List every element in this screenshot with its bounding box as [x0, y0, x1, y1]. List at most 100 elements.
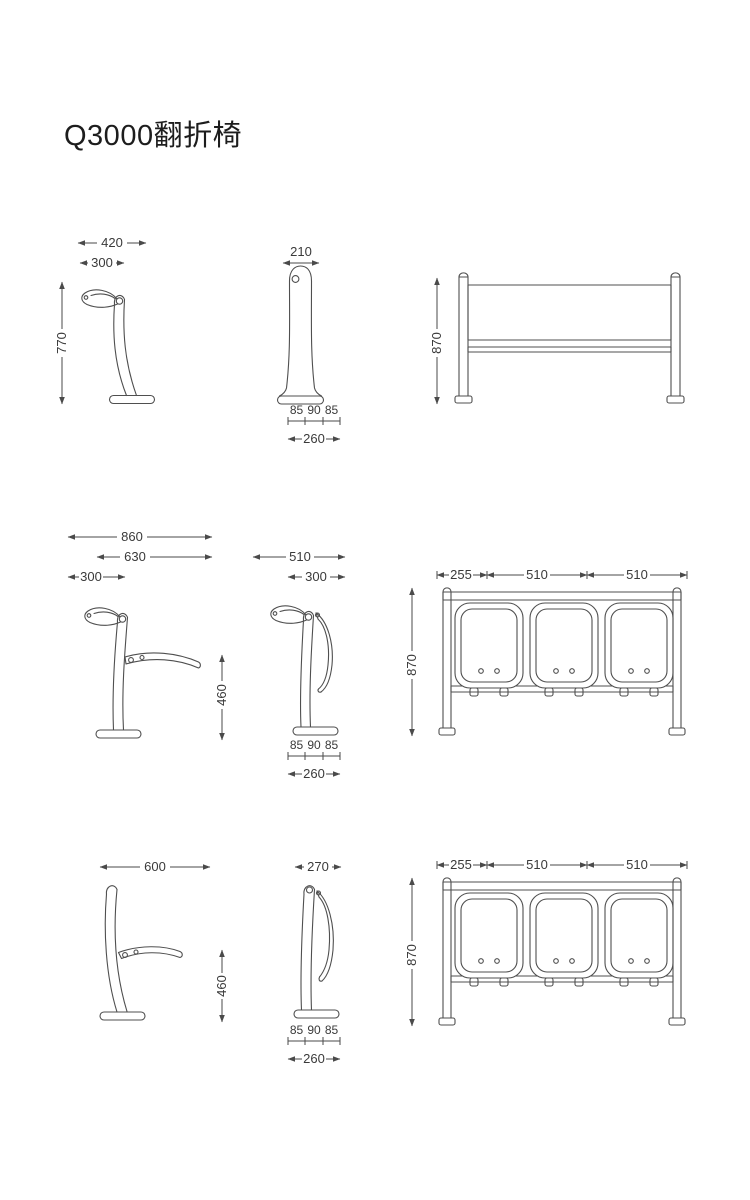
dim-base-260: 260 — [287, 1051, 341, 1066]
left-foot — [454, 395, 473, 404]
seat-hook — [544, 687, 554, 697]
dim-label-255: 255 — [450, 567, 472, 582]
tablet-folded-outer — [316, 890, 334, 982]
post-left-edge — [104, 893, 118, 1013]
dim-depth-630: 630 — [96, 549, 213, 564]
view-chair-side-tablet-folded: 510 300 — [252, 549, 346, 781]
seat-hook — [544, 977, 554, 987]
post-cap — [105, 885, 118, 895]
top-rail — [442, 881, 682, 891]
bench-drawing — [438, 877, 686, 1026]
chair-drawing — [84, 607, 201, 739]
pivot — [118, 615, 127, 623]
seat-open — [117, 946, 183, 960]
dim-label-270: 270 — [307, 859, 329, 874]
dim-width-300: 300 — [79, 255, 125, 270]
dim-label-255: 255 — [450, 857, 472, 872]
dim-height-870: 870 — [404, 587, 419, 737]
dim-depth-600: 600 — [99, 859, 211, 874]
pivot — [291, 275, 300, 283]
post-left-edge — [113, 303, 128, 397]
right-post — [672, 881, 682, 1019]
post-left-edge — [299, 619, 305, 728]
tablet-bolt-b — [139, 654, 145, 661]
dim-width-420: 420 — [77, 235, 147, 250]
seat-panel — [529, 602, 599, 697]
left-post — [442, 591, 452, 729]
dim-base-85-90-85: 85 90 85 — [287, 403, 341, 425]
seat-panel — [604, 892, 674, 987]
dim-height-460: 460 — [214, 949, 229, 1023]
tablet-bolt-a — [128, 657, 134, 663]
dim-label-460: 460 — [214, 684, 229, 706]
chair-drawing — [81, 289, 156, 405]
seat-screw — [569, 958, 575, 964]
dim-base-85-90-85: 85 90 85 — [287, 1023, 341, 1045]
right-post — [670, 276, 681, 397]
seat-panel — [604, 602, 674, 697]
chair-drawing — [270, 605, 339, 736]
dim-width-270: 270 — [294, 859, 342, 874]
tablet-folded-inner — [317, 618, 330, 690]
post-right-edge — [123, 298, 138, 397]
post-right-edge — [310, 280, 323, 397]
tablet-pivot — [315, 890, 322, 896]
post-right-edge — [309, 614, 315, 728]
dim-label-460: 460 — [214, 975, 229, 997]
dim-label-510a: 510 — [526, 567, 548, 582]
view-chair-side-all-folded: 270 85 90 85 — [287, 859, 342, 1066]
seat-panel — [529, 892, 599, 987]
seat-hook — [499, 977, 509, 987]
seat-pan-inner-line — [90, 293, 116, 300]
dim-width-210: 210 — [282, 244, 320, 266]
bench-drawing — [438, 587, 686, 736]
dim-base-85-90-85: 85 90 85 — [287, 738, 341, 760]
post-top-dome — [288, 265, 313, 282]
frame-drawing — [454, 272, 685, 404]
right-foot — [668, 727, 686, 736]
seat-panel — [454, 892, 524, 987]
seat-screw — [644, 668, 650, 674]
view-bench-front: 255 510 510 870 — [404, 567, 688, 737]
seat-screw — [494, 668, 500, 674]
seat-hook — [619, 687, 629, 697]
back-panel — [467, 284, 672, 341]
seat-bolt-b — [133, 949, 139, 955]
dim-label-510: 510 — [289, 549, 311, 564]
seat-edge-curl — [86, 613, 92, 618]
seat-screw — [569, 668, 575, 674]
view-chair-front: 210 85 90 85 — [276, 244, 341, 446]
dim-label-300: 300 — [305, 569, 327, 584]
dim-width-300: 300 — [287, 569, 346, 584]
dim-height-770: 770 — [54, 281, 69, 405]
cross-rail — [467, 346, 672, 353]
chair-drawing — [293, 885, 340, 1019]
left-post-cap — [442, 587, 452, 593]
base-plate — [293, 1009, 340, 1019]
post-right-edge — [114, 888, 128, 1013]
seat-hook — [574, 977, 584, 987]
dim-label-210: 210 — [290, 244, 312, 259]
dim-label-870: 870 — [404, 944, 419, 966]
tablet-pivot — [314, 612, 321, 618]
post-right-edge — [122, 616, 129, 731]
dim-label-870: 870 — [404, 654, 419, 676]
post-left-edge — [278, 280, 291, 397]
tablet-folded-bottom — [318, 976, 323, 982]
base-plate — [95, 729, 142, 739]
left-foot — [438, 1017, 456, 1026]
view-bench-front-2: 255 510 510 870 — [404, 857, 688, 1027]
base-plate — [292, 726, 339, 736]
dim-label-260: 260 — [303, 1051, 325, 1066]
seat-hook — [469, 977, 479, 987]
dim-label-85b: 85 — [325, 738, 339, 752]
seat-screw — [644, 958, 650, 964]
pivot — [304, 613, 313, 621]
dim-label-85a: 85 — [290, 403, 304, 417]
dim-label-510b: 510 — [626, 857, 648, 872]
dim-label-90: 90 — [307, 738, 321, 752]
dim-label-85a: 85 — [290, 1023, 304, 1037]
dim-height-870: 870 — [404, 877, 419, 1027]
